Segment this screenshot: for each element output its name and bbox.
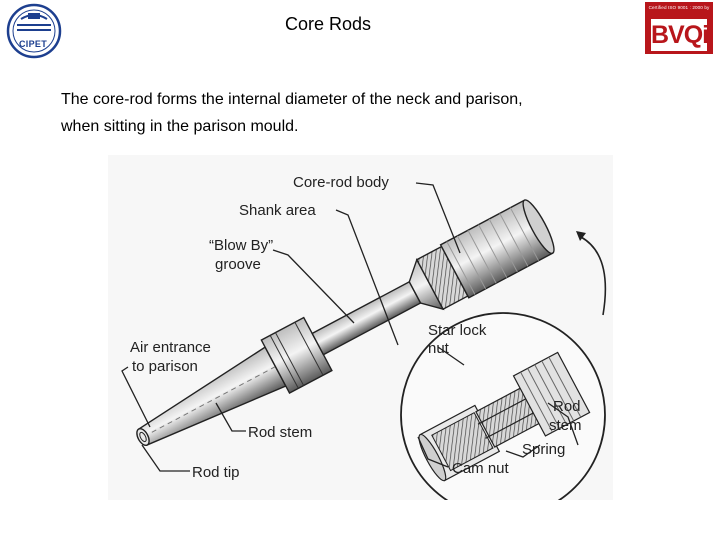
- description-line-1: The core-rod forms the internal diameter…: [61, 91, 523, 108]
- core-rod-diagram: Core-rod body Shank area “Blow By” groov…: [108, 155, 613, 500]
- bvqi-mark: BVQi: [651, 19, 709, 51]
- label-rod-stem: Rod stem: [248, 424, 312, 441]
- bvqi-logo: Certified ISO 9001 : 2000 by BVQi: [645, 2, 713, 54]
- inset-detail: [400, 312, 606, 500]
- label-inset-rod-stem-2: stem: [549, 417, 582, 434]
- curved-arrow-icon: [580, 236, 607, 316]
- label-star-lock-1: Star lock: [428, 322, 487, 339]
- cipet-emblem-icon: [6, 3, 62, 59]
- label-blow-by-2: groove: [215, 256, 261, 273]
- core-rod-assembly: [136, 199, 555, 446]
- label-cam-nut: Cam nut: [452, 460, 510, 477]
- label-inset-rod-stem-1: Rod: [553, 398, 581, 415]
- core-rod-illustration: Core-rod body Shank area “Blow By” groov…: [108, 155, 613, 500]
- bvqi-brand-text: BVQi: [651, 21, 709, 49]
- description-line-2: when sitting in the parison mould.: [61, 118, 299, 135]
- label-blow-by-1: “Blow By”: [209, 237, 273, 254]
- page-title: Core Rods: [284, 14, 372, 34]
- label-air-entrance-2: to parison: [132, 358, 198, 375]
- certification-text: Certified ISO 9001 : 2000 by: [648, 5, 710, 10]
- label-spring: Spring: [522, 441, 565, 458]
- label-star-lock-2: nut: [428, 340, 450, 357]
- label-air-entrance-1: Air entrance: [130, 339, 211, 356]
- label-shank-area: Shank area: [239, 202, 316, 219]
- cipet-logo-text: CIPET: [18, 39, 47, 49]
- label-rod-tip: Rod tip: [192, 464, 240, 481]
- description-text: The core-rod forms the internal diameter…: [61, 86, 661, 140]
- label-core-rod-body: Core-rod body: [293, 174, 389, 191]
- cipet-logo: CIPET: [3, 3, 65, 59]
- leader-lines: [121, 182, 579, 472]
- arrowhead-icon: [576, 231, 586, 241]
